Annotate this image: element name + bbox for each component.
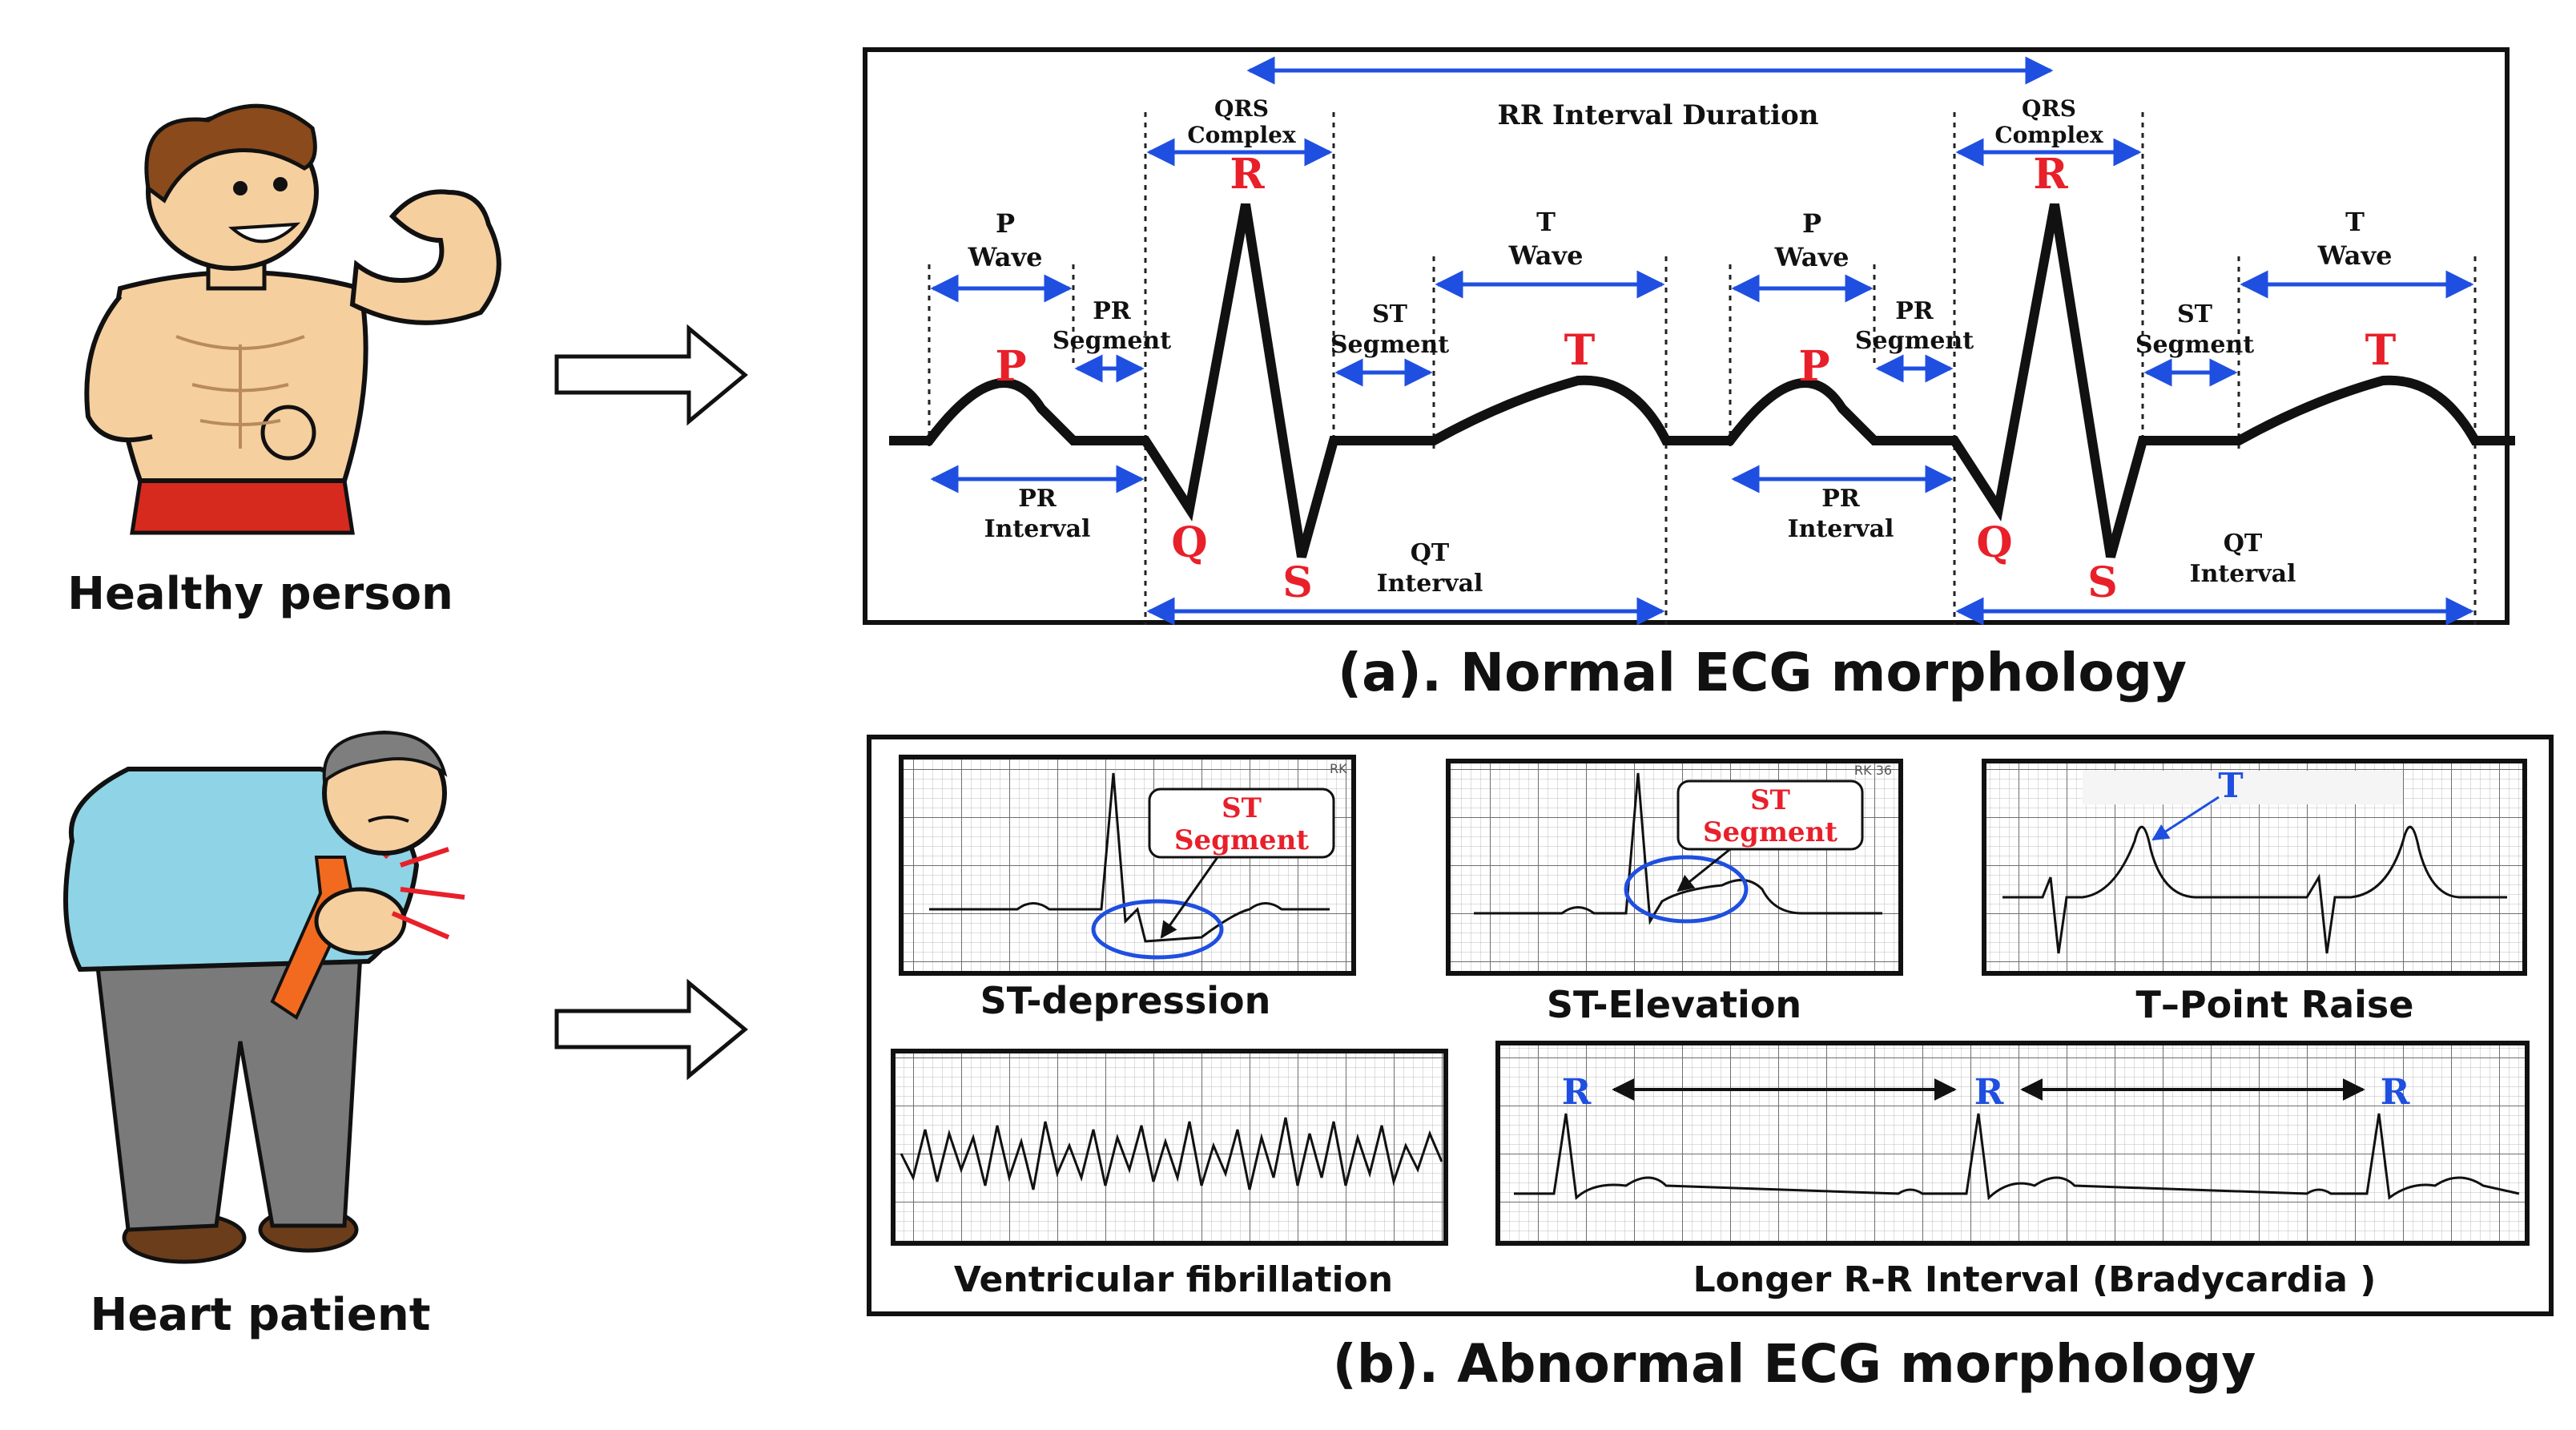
st-depression-callout-2: Segment — [1174, 824, 1309, 856]
t-point-strip: T — [1982, 759, 2527, 976]
st-depression-strip: ST Segment RK — [899, 755, 1356, 976]
p-wave-label-2b: Wave — [1774, 242, 1849, 272]
bradycardia-label: Longer R-R Interval (Bradycardia ) — [1693, 1259, 2377, 1300]
arrow-right-icon — [554, 978, 748, 1081]
st-depression-callout-1: ST — [1222, 792, 1262, 824]
peak-q-2: Q — [1976, 518, 2012, 567]
qrs-label-1b: Complex — [1187, 122, 1296, 148]
abnormal-ecg-panel: ST Segment RK ST-depression ST Segment R… — [867, 735, 2554, 1316]
peak-s-1: S — [1282, 558, 1313, 607]
st-elevation-callout-2: Segment — [1703, 816, 1837, 848]
normal-ecg-panel: RR Interval Duration QRS Complex QRS Com… — [863, 47, 2515, 626]
brady-r-2: R — [1974, 1072, 2004, 1113]
qrs-label-1a: QRS — [1214, 95, 1269, 122]
healthy-person-illustration — [84, 103, 501, 535]
peak-s-2: S — [2087, 558, 2118, 607]
st-depression-corner: RK — [1330, 761, 1347, 776]
pr-interval-label-2a: PR — [1821, 485, 1861, 513]
peak-r-1: R — [1230, 150, 1265, 199]
peak-p-1: P — [995, 342, 1026, 391]
brady-r-1: R — [1562, 1072, 1592, 1113]
pr-segment-label-1a: PR — [1093, 297, 1132, 325]
qt-interval-label-2a: QT — [2224, 530, 2263, 558]
pr-segment-label-2b: Segment — [1855, 327, 1974, 355]
pr-segment-label-2a: PR — [1895, 297, 1934, 325]
st-elevation-callout-1: ST — [1750, 784, 1790, 816]
pr-interval-label-1b: Interval — [984, 515, 1091, 543]
qt-interval-label-2b: Interval — [2190, 560, 2296, 588]
t-wave-label-1b: Wave — [1508, 240, 1584, 271]
t-wave-label-2b: Wave — [2317, 240, 2393, 271]
abnormal-caption: (b). Abnormal ECG morphology — [1333, 1333, 2256, 1395]
st-segment-label-1b: Segment — [1330, 331, 1449, 359]
p-wave-label-1b: Wave — [968, 242, 1043, 272]
peak-p-2: P — [1798, 342, 1829, 391]
st-segment-label-2b: Segment — [2135, 331, 2254, 359]
qrs-label-2a: QRS — [2022, 95, 2076, 122]
vfib-label: Ventricular fibrillation — [954, 1259, 1393, 1300]
normal-caption: (a). Normal ECG morphology — [1338, 642, 2187, 703]
st-segment-label-1a: ST — [1372, 300, 1408, 328]
qrs-label-2b: Complex — [1994, 122, 2103, 148]
vfib-strip — [891, 1049, 1448, 1246]
pr-interval-label-1a: PR — [1018, 485, 1057, 513]
brady-r-3: R — [2381, 1072, 2410, 1113]
t-wave-label-1a: T — [1536, 207, 1556, 237]
t-wave-label-2a: T — [2345, 207, 2365, 237]
st-segment-label-2a: ST — [2177, 300, 2213, 328]
peak-r-2: R — [2033, 150, 2068, 199]
peak-q-1: Q — [1171, 518, 1207, 567]
pr-interval-label-2b: Interval — [1788, 515, 1894, 543]
heart-patient-label: Heart patient — [91, 1289, 431, 1341]
normal-ecg-trace — [889, 203, 2515, 558]
st-elevation-corner: RK 36 — [1854, 763, 1892, 778]
pr-segment-label-1b: Segment — [1053, 327, 1171, 355]
st-elevation-label: ST-Elevation — [1547, 983, 1801, 1026]
peak-t-1: T — [1564, 326, 1596, 375]
healthy-person-label: Healthy person — [67, 568, 453, 620]
heart-patient-illustration — [63, 731, 465, 1264]
t-point-label: T–Point Raise — [2135, 983, 2413, 1026]
rr-interval-label: RR Interval Duration — [1498, 99, 1819, 131]
p-wave-label-2a: P — [1802, 208, 1821, 239]
peak-t-2: T — [2365, 326, 2397, 375]
t-point-marker: T — [2218, 766, 2243, 805]
p-wave-label-1a: P — [996, 208, 1015, 239]
arrow-right-icon — [554, 324, 748, 426]
qt-interval-label-1b: Interval — [1377, 570, 1483, 598]
st-elevation-strip: ST Segment RK 36 — [1446, 759, 1903, 976]
qt-interval-label-1a: QT — [1411, 539, 1450, 567]
bradycardia-strip: R R R — [1495, 1041, 2530, 1246]
st-depression-label: ST-depression — [980, 979, 1271, 1022]
